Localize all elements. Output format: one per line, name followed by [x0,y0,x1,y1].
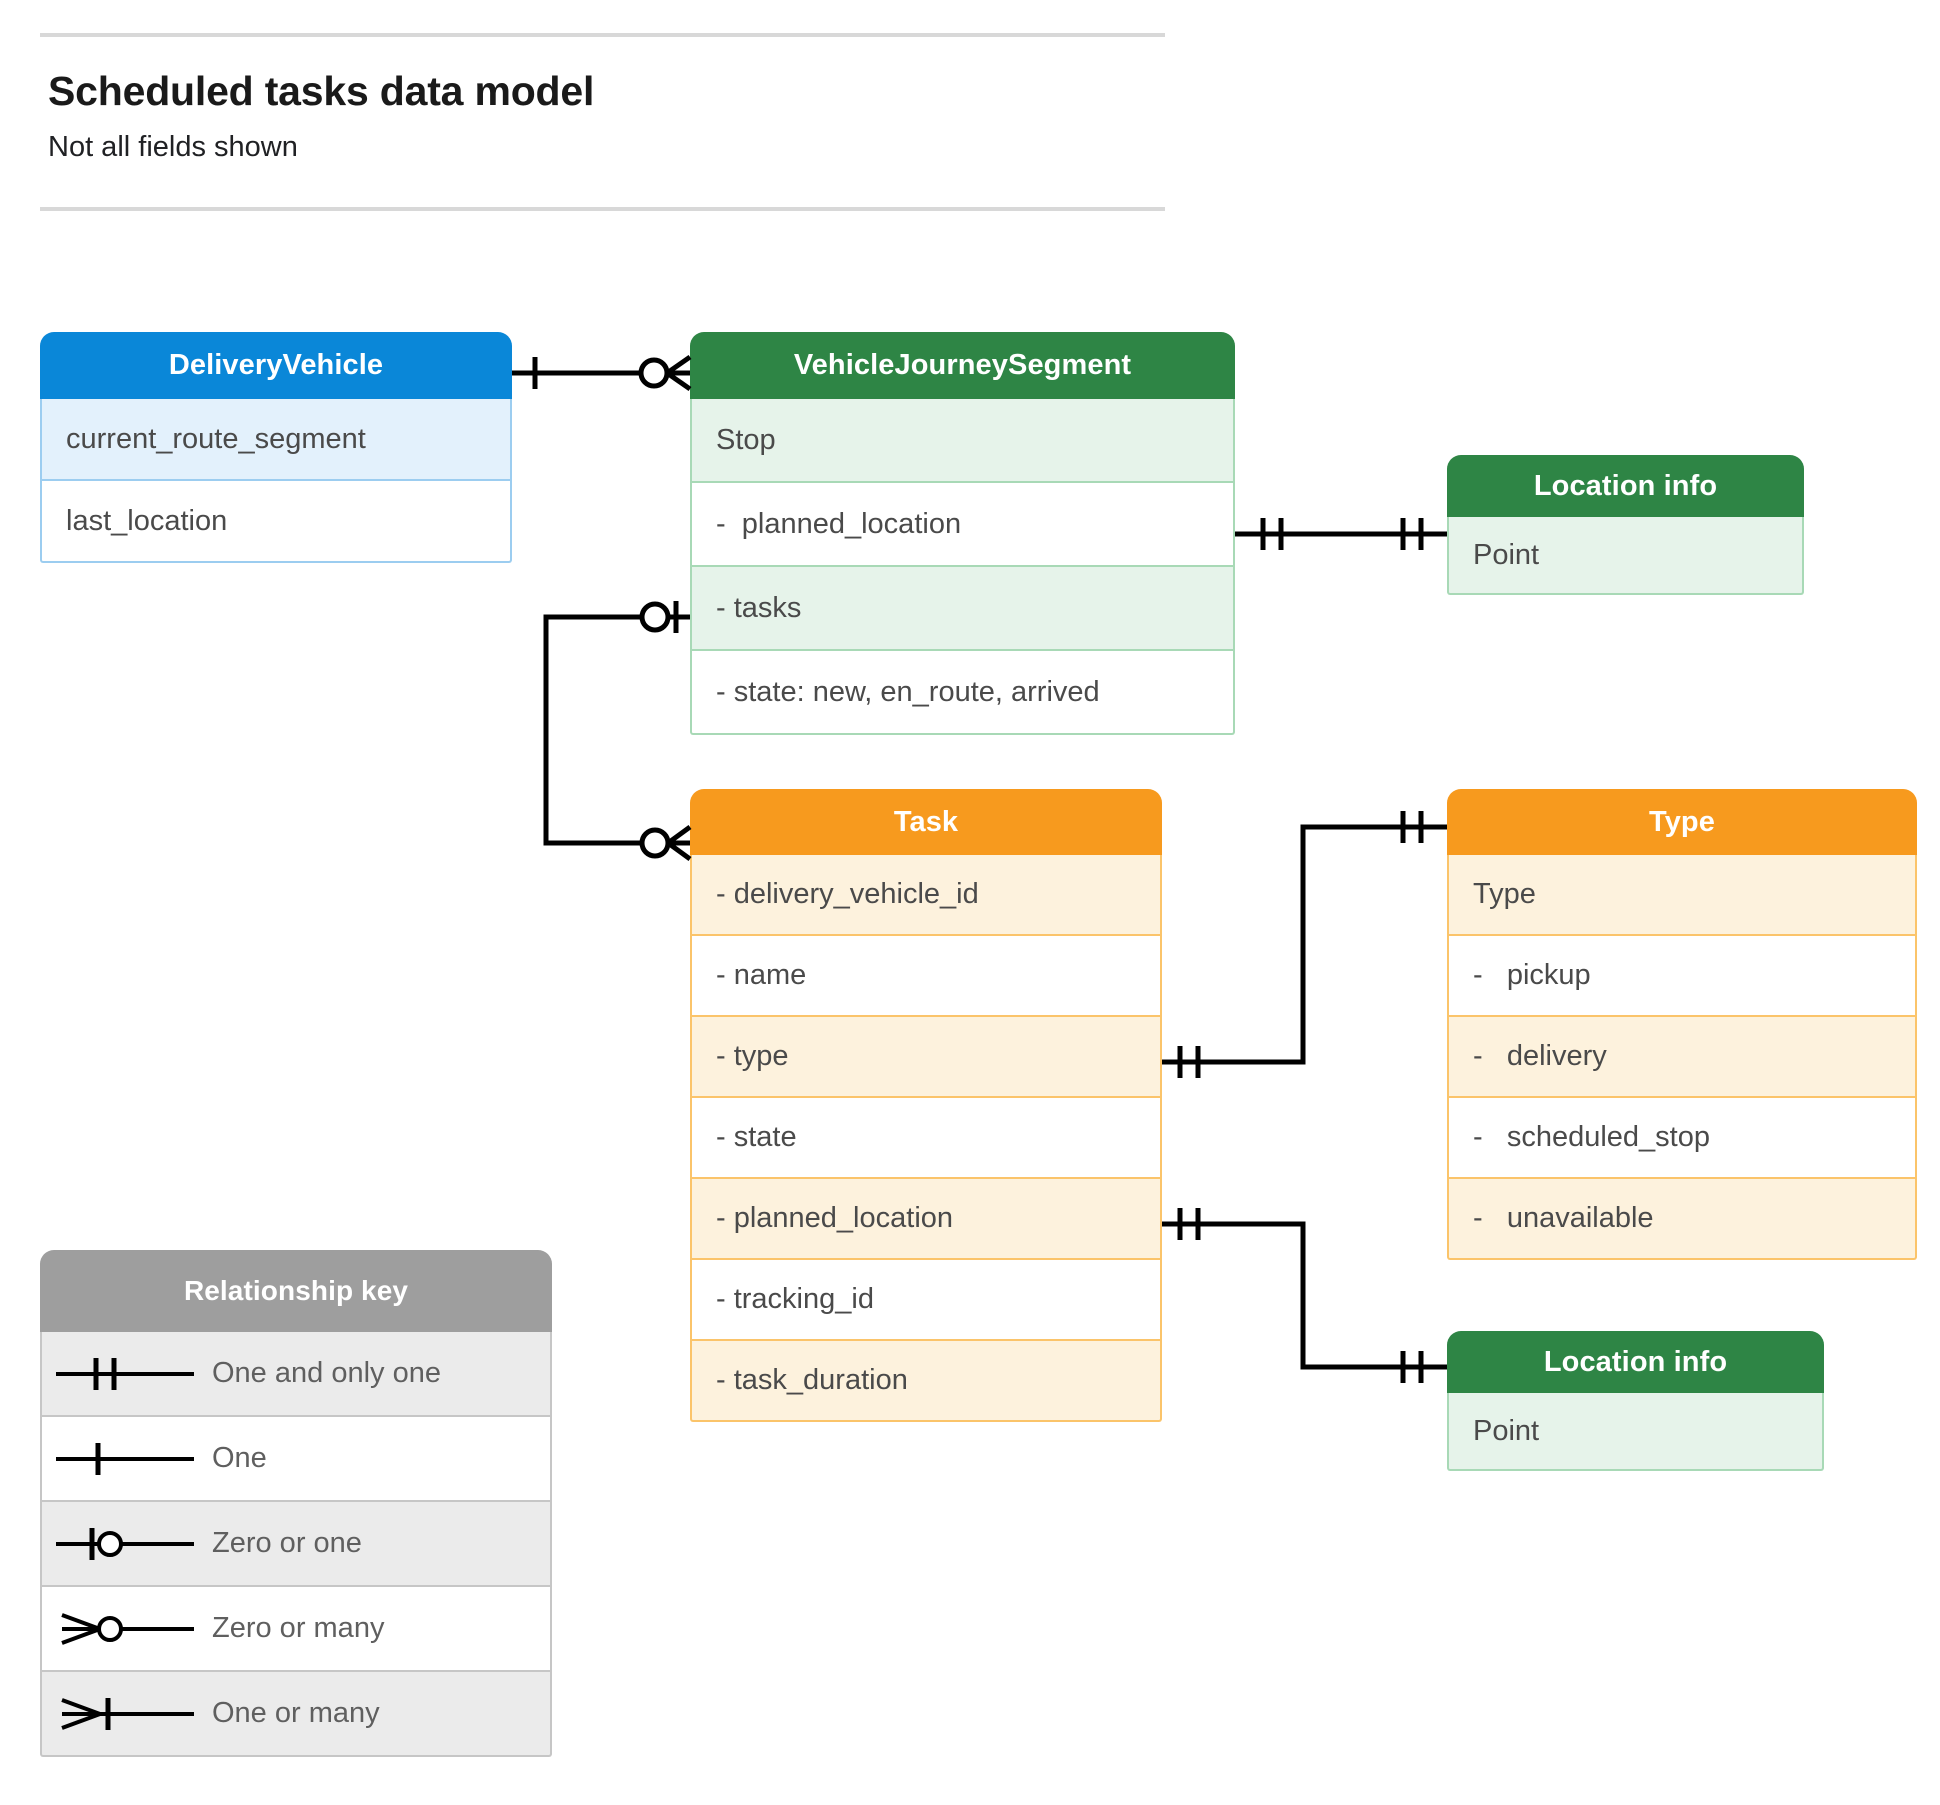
entity-title-task: Task [690,789,1162,855]
entity-title-delivery-vehicle: DeliveryVehicle [40,332,512,399]
connector-task-type-to-type [1162,811,1447,1078]
entity-location-info-1[interactable]: Location info Point [1447,455,1804,595]
entity-title-type: Type [1447,789,1917,855]
page-title: Scheduled tasks data model [48,68,595,114]
entity-fields-location-info-1: Point [1447,517,1804,595]
field-row[interactable]: - unavailable [1447,1179,1917,1260]
field-row[interactable]: - tracking_id [690,1260,1162,1341]
entity-location-info-2[interactable]: Location info Point [1447,1331,1824,1471]
entity-type[interactable]: Type Type - pickup - delivery - schedule… [1447,789,1917,1260]
entity-fields-vehicle-journey-segment: Stop - planned_location - tasks - state:… [690,399,1235,735]
legend-item-label: One or many [212,1697,380,1729]
legend-item-label: One [212,1442,267,1474]
entity-fields-task: - delivery_vehicle_id - name - type - st… [690,855,1162,1422]
field-row[interactable]: - pickup [1447,936,1917,1017]
connector-task-plannedlocation-to-locationinfo [1162,1208,1447,1383]
field-row[interactable]: - state: new, en_route, arrived [690,651,1235,735]
field-row[interactable]: - delivery_vehicle_id [690,855,1162,936]
one-icon [42,1439,212,1479]
connector-deliveryvehicle-to-vjs [512,354,692,392]
field-row[interactable]: Point [1447,1393,1824,1471]
field-row[interactable]: Stop [690,399,1235,483]
header-divider-top [40,33,1165,37]
connector-vjs-tasks-to-task [543,601,692,862]
field-row[interactable]: - scheduled_stop [1447,1098,1917,1179]
legend-item-label: Zero or one [212,1527,362,1559]
field-row[interactable]: Type [1447,855,1917,936]
one-and-only-one-icon [42,1354,212,1394]
legend-item-one-and-only-one: One and only one [40,1332,552,1417]
legend-item-zero-or-one: Zero or one [40,1502,552,1587]
legend-item-label: Zero or many [212,1612,385,1644]
entity-title-vehicle-journey-segment: VehicleJourneySegment [690,332,1235,399]
legend-item-zero-or-many: Zero or many [40,1587,552,1672]
one-or-many-icon [42,1694,212,1734]
field-row[interactable]: last_location [40,481,512,563]
field-row[interactable]: current_route_segment [40,399,512,481]
entity-fields-location-info-2: Point [1447,1393,1824,1471]
legend-item-one: One [40,1417,552,1502]
page-header: Scheduled tasks data model Not all field… [0,0,1940,215]
field-row[interactable]: - state [690,1098,1162,1179]
zero-or-many-icon [42,1609,212,1649]
field-row[interactable]: - planned_location [690,1179,1162,1260]
zero-or-one-icon [42,1524,212,1564]
field-row[interactable]: - type [690,1017,1162,1098]
entity-fields-type: Type - pickup - delivery - scheduled_sto… [1447,855,1917,1260]
connector-vjs-plannedlocation-to-locationinfo [1235,518,1447,550]
header-divider-bottom [40,207,1165,211]
page-subtitle: Not all fields shown [48,131,298,163]
field-row[interactable]: - tasks [690,567,1235,651]
entity-vehicle-journey-segment[interactable]: VehicleJourneySegment Stop - planned_loc… [690,332,1235,735]
relationship-key-legend: Relationship key One and only one One [40,1250,552,1757]
field-row[interactable]: - planned_location [690,483,1235,567]
entity-title-location-info-1: Location info [1447,455,1804,517]
field-row[interactable]: Point [1447,517,1804,595]
legend-item-one-or-many: One or many [40,1672,552,1757]
entity-title-location-info-2: Location info [1447,1331,1824,1393]
entity-task[interactable]: Task - delivery_vehicle_id - name - type… [690,789,1162,1422]
field-row[interactable]: - task_duration [690,1341,1162,1422]
legend-item-label: One and only one [212,1357,441,1389]
entity-delivery-vehicle[interactable]: DeliveryVehicle current_route_segment la… [40,332,512,563]
field-row[interactable]: - delivery [1447,1017,1917,1098]
field-row[interactable]: - name [690,936,1162,1017]
entity-fields-delivery-vehicle: current_route_segment last_location [40,399,512,563]
legend-title: Relationship key [40,1250,552,1332]
